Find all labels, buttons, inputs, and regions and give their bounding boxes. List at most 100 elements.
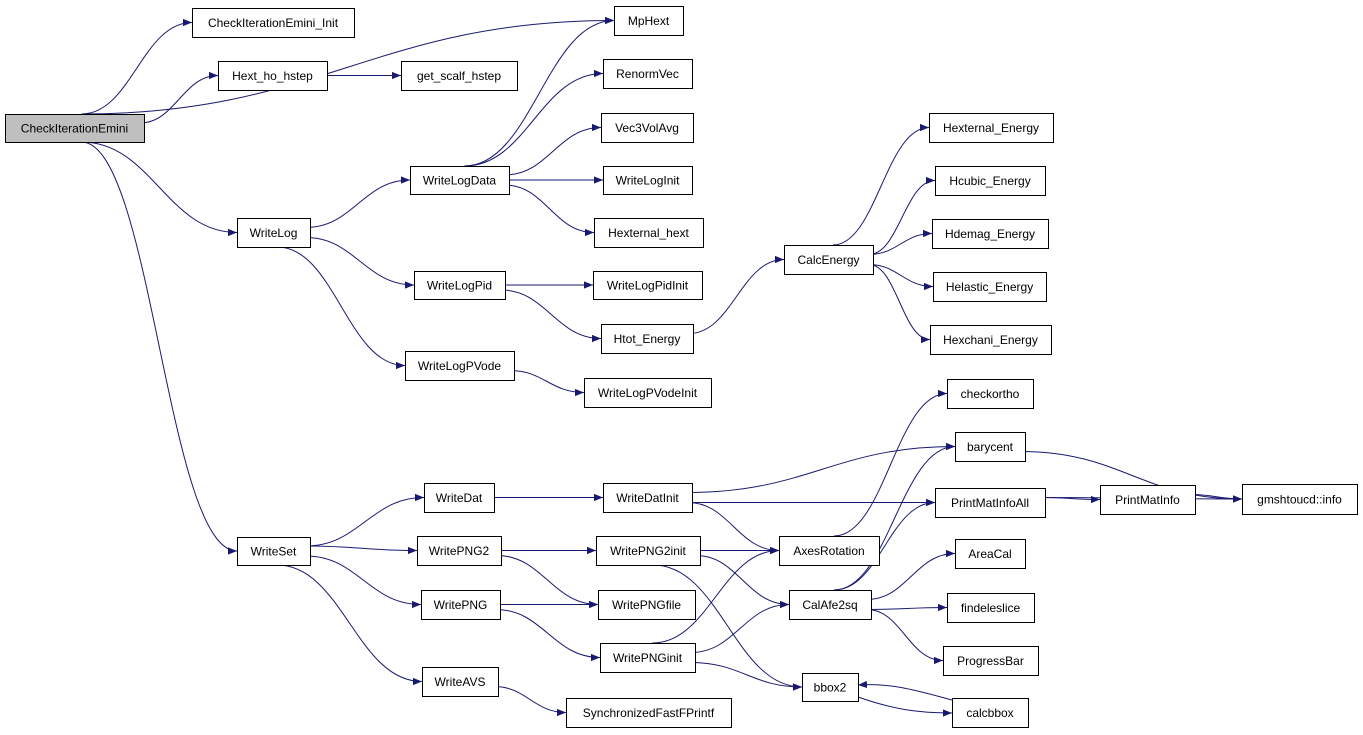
function-node-Htot_Energy[interactable]: Htot_Energy — [601, 324, 694, 354]
function-node-WriteLogPid[interactable]: WriteLogPid — [414, 271, 506, 300]
node-box — [422, 667, 499, 697]
function-node-SynchronizedFastFPrintf[interactable]: SynchronizedFastFPrintf — [566, 698, 732, 728]
node-box — [802, 673, 859, 702]
function-node-WritePNGinit[interactable]: WritePNGinit — [600, 643, 696, 673]
function-node-PrintMatInfo[interactable]: PrintMatInfo — [1100, 485, 1196, 515]
function-node-CalcEnergy[interactable]: CalcEnergy — [784, 245, 874, 275]
function-node-WriteDat[interactable]: WriteDat — [424, 483, 495, 513]
node-label: ProgressBar — [957, 654, 1024, 668]
function-node-WriteLogData[interactable]: WriteLogData — [410, 166, 510, 195]
call-edge-WriteSet-to-WriteAVS — [277, 564, 423, 686]
function-node-ProgressBar[interactable]: ProgressBar — [943, 646, 1039, 676]
function-node-barycent[interactable]: barycent — [955, 432, 1026, 462]
function-node-checkortho[interactable]: checkortho — [947, 379, 1034, 409]
call-edge-CheckIterationEmini-to-MpHext — [81, 16, 615, 115]
node-label: SynchronizedFastFPrintf — [583, 706, 715, 720]
call-edge-WriteLogData-to-RenormVec — [464, 69, 604, 167]
call-edge-WritePNG-to-WritePNGinit — [495, 609, 601, 662]
function-node-WriteLogPVode[interactable]: WriteLogPVode — [405, 351, 515, 381]
node-label: WriteAVS — [435, 675, 486, 689]
node-layer: CheckIterationEmini CheckIterationEmini_I… — [5, 6, 1358, 728]
node-box — [5, 114, 145, 143]
node-box — [421, 590, 501, 620]
function-node-WriteAVS[interactable]: WriteAVS — [422, 667, 499, 697]
function-node-AreaCal[interactable]: AreaCal — [955, 539, 1026, 569]
call-edge-CheckIterationEmini-to-CheckIterationEmini_Init — [81, 18, 193, 115]
node-box — [789, 590, 872, 620]
call-edge-WritePNG2-to-WritePNGfile — [496, 555, 599, 609]
node-box — [594, 218, 704, 248]
call-edge-WriteLogData-to-MpHext — [464, 16, 615, 167]
node-box — [932, 219, 1049, 249]
node-label: checkortho — [961, 387, 1020, 401]
call-edge-WritePNGinit-to-CalAfe2sq — [690, 600, 790, 653]
function-node-bbox2[interactable]: bbox2 — [802, 673, 859, 702]
node-box — [414, 271, 506, 300]
function-node-findeleslice[interactable]: findeleslice — [947, 593, 1035, 623]
function-node-Helastic_Energy[interactable]: Helastic_Energy — [933, 272, 1047, 302]
node-label: barycent — [967, 440, 1014, 454]
node-label: WritePNG2 — [429, 544, 490, 558]
node-box — [237, 218, 311, 248]
node-label: Hext_ho_hstep — [232, 69, 313, 83]
call-edge-WriteSet-to-WritePNG2 — [305, 545, 418, 555]
node-label: WritePNGfile — [612, 598, 681, 612]
function-node-WritePNG2init[interactable]: WritePNG2init — [596, 536, 701, 566]
call-edge-CalcEnergy-to-Hexternal_Energy — [832, 123, 930, 246]
call-edge-WritePNGinit-to-AxesRotation — [652, 546, 780, 644]
function-node-Hcubic_Energy[interactable]: Hcubic_Energy — [935, 166, 1046, 196]
node-label: bbox2 — [814, 681, 847, 695]
function-node-WritePNGfile[interactable]: WritePNGfile — [598, 590, 696, 620]
function-node-WritePNG[interactable]: WritePNG — [421, 590, 501, 620]
function-node-Hexchani_Energy[interactable]: Hexchani_Energy — [930, 325, 1052, 355]
call-edge-CheckIterationEmini-to-WriteSet — [81, 141, 238, 555]
function-node-WritePNG2[interactable]: WritePNG2 — [417, 536, 502, 566]
function-node-CalAfe2sq[interactable]: CalAfe2sq — [789, 590, 872, 620]
node-label: AreaCal — [968, 547, 1011, 561]
function-node-PrintMatInfoAll[interactable]: PrintMatInfoAll — [935, 488, 1046, 518]
node-box — [930, 325, 1052, 355]
call-edge-WriteSet-to-WriteDat — [305, 493, 425, 547]
call-edge-WriteLogPVode-to-WriteLogPVodeInit — [509, 370, 585, 397]
node-box — [784, 245, 874, 275]
call-edge-WriteLog-to-WriteLogData — [305, 176, 411, 228]
node-box — [935, 166, 1046, 196]
node-box — [584, 378, 712, 408]
function-node-CheckIterationEmini_Init[interactable]: CheckIterationEmini_Init — [192, 8, 355, 38]
node-label: WriteSet — [251, 545, 297, 559]
function-node-calcbbox[interactable]: calcbbox — [952, 698, 1029, 728]
node-box — [947, 379, 1034, 409]
node-label: Helastic_Energy — [946, 280, 1033, 294]
function-node-Hext_ho_hstep[interactable]: Hext_ho_hstep — [218, 61, 328, 91]
node-label: Hdemag_Energy — [945, 227, 1035, 241]
function-node-AxesRotation[interactable]: AxesRotation — [779, 536, 880, 566]
node-label: WritePNG2init — [610, 544, 686, 558]
function-node-WriteSet[interactable]: WriteSet — [237, 537, 311, 566]
call-edge-CalcEnergy-to-Hcubic_Energy — [868, 176, 936, 255]
node-box — [779, 536, 880, 566]
function-node-WriteLogPidInit[interactable]: WriteLogPidInit — [593, 271, 703, 300]
node-box — [614, 6, 684, 36]
node-label: Hexternal_Energy — [943, 121, 1039, 135]
function-node-Hexternal_hext[interactable]: Hexternal_hext — [594, 218, 704, 248]
function-node-MpHext[interactable]: MpHext — [614, 6, 684, 36]
function-node-get_scalf_hstep[interactable]: get_scalf_hstep — [401, 61, 518, 91]
call-edge-calcbbox-to-bbox2 — [857, 680, 953, 701]
function-node-WriteLog[interactable]: WriteLog — [237, 218, 311, 248]
function-node-WriteDatInit[interactable]: WriteDatInit — [603, 483, 693, 513]
function-node-WriteLogInit[interactable]: WriteLogInit — [603, 166, 693, 195]
node-box — [943, 646, 1039, 676]
function-node-WriteLogPVodeInit[interactable]: WriteLogPVodeInit — [584, 378, 712, 408]
call-edge-CalcEnergy-to-Helastic_Energy — [868, 264, 934, 291]
function-node-Vec3VolAvg[interactable]: Vec3VolAvg — [601, 113, 694, 143]
node-label: MpHext — [628, 14, 670, 28]
node-label: AxesRotation — [793, 544, 864, 558]
function-node-gmshtoucd::info[interactable]: gmshtoucd::info — [1242, 484, 1358, 515]
function-node-RenormVec[interactable]: RenormVec — [603, 59, 693, 89]
call-edge-WriteLog-to-WriteLogPVode — [277, 246, 406, 370]
function-node-Hexternal_Energy[interactable]: Hexternal_Energy — [929, 113, 1054, 143]
function-node-Hdemag_Energy[interactable]: Hdemag_Energy — [932, 219, 1049, 249]
call-edge-WriteLogData-to-Hexternal_hext — [504, 184, 595, 237]
node-label: WriteLogPidInit — [607, 279, 689, 293]
function-node-CheckIterationEmini[interactable]: CheckIterationEmini — [5, 114, 145, 143]
